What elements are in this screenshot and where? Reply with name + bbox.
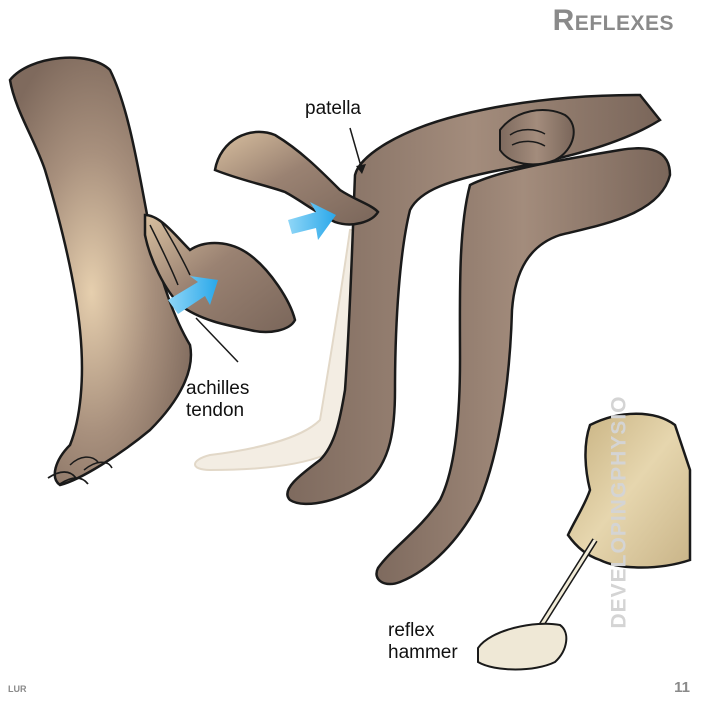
patella-leg [286,93,662,506]
patella-pointer [349,127,363,171]
front-leg [375,147,672,586]
page-title: Reflexes [552,4,674,37]
achilles-pointer [195,317,239,363]
examiner-arm-patella [213,130,380,226]
watermark-text: DEVELOPINGPHYSIO [607,395,631,629]
patella-pointer-head [356,164,366,174]
credit-text: LUR [8,684,27,694]
patella-label-text: patella [305,98,361,119]
achilles-label-line2: tendon [186,400,245,421]
left-leg-foot [8,56,193,487]
hammer-hand [566,412,692,569]
reflex-hammer-graphic [477,538,598,671]
achilles-tap-arrow [168,276,218,314]
hand-on-thigh [499,109,575,166]
patella-label: patella [305,98,361,120]
patella-tap-arrow [288,202,336,240]
hammer-label-line2: hammer [388,642,458,663]
achilles-label: achilles tendon [186,378,249,422]
achilles-label-line1: achilles [186,378,250,399]
page-number: 11 [674,679,690,696]
hammer-label-line1: reflex [388,620,435,641]
reflex-hammer-label: reflex hammer [388,620,458,664]
